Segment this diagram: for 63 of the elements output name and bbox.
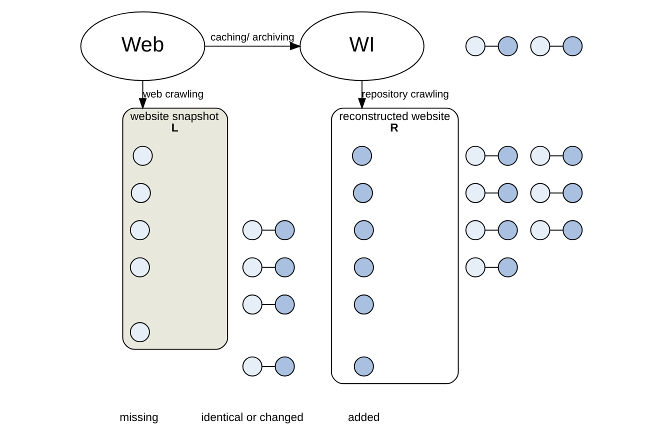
- node-circle: [242, 356, 262, 376]
- node-circle: [352, 146, 372, 166]
- node-circle: [530, 220, 550, 240]
- connector: [548, 230, 564, 231]
- label: missing: [119, 412, 158, 424]
- edge-label: caching/ archiving: [210, 32, 294, 44]
- node-circle: [562, 146, 582, 166]
- connector: [484, 155, 498, 156]
- node-circle: [352, 182, 372, 203]
- connector: [261, 304, 276, 305]
- node-circle: [562, 220, 582, 240]
- node-circle: [497, 182, 518, 203]
- node-circle: [274, 356, 294, 376]
- node-circle: [353, 294, 374, 315]
- node-circle: [129, 322, 150, 342]
- node-circle: [130, 182, 150, 203]
- node-circle: [353, 220, 374, 240]
- node-circle: [353, 356, 374, 376]
- connector: [548, 46, 564, 47]
- connector: [261, 230, 276, 231]
- node-ellipse: WI: [299, 11, 424, 81]
- node-circle: [562, 36, 582, 56]
- node-circle: [242, 257, 262, 278]
- cluster: reconstructed website R: [330, 108, 458, 384]
- connector: [484, 46, 498, 47]
- node-circle: [274, 220, 294, 240]
- node-circle: [562, 182, 582, 203]
- edge-label: web crawling: [142, 89, 204, 100]
- node-circle: [530, 36, 550, 56]
- node-circle: [464, 36, 485, 56]
- node-circle: [132, 146, 152, 166]
- node-circle: [129, 220, 150, 240]
- cluster: website snapshot L: [122, 108, 228, 350]
- node-circle: [530, 146, 550, 166]
- edge-label: repository crawling: [361, 89, 449, 100]
- node-circle: [530, 182, 550, 203]
- connector: [548, 192, 564, 194]
- node-circle: [464, 220, 485, 240]
- node-circle: [497, 146, 518, 166]
- node-circle: [497, 36, 518, 56]
- arrow: [358, 80, 366, 110]
- node-ellipse: Web: [80, 11, 205, 81]
- node-circle: [464, 182, 485, 203]
- node-circle: [242, 294, 262, 315]
- node-circle: [497, 257, 518, 278]
- arrow: [138, 80, 146, 110]
- node-circle: [242, 220, 262, 240]
- connector: [261, 366, 276, 367]
- node-circle: [497, 220, 518, 240]
- node-circle: [464, 257, 485, 278]
- connector: [484, 192, 498, 194]
- node-circle: [353, 257, 374, 278]
- arrow: [204, 42, 301, 50]
- label: added: [348, 412, 380, 424]
- connector: [484, 266, 498, 268]
- node-circle: [274, 257, 294, 278]
- connector: [548, 155, 564, 156]
- node-circle: [464, 146, 485, 166]
- connector: [261, 266, 276, 268]
- node-circle: [129, 257, 150, 278]
- label: identical or changed: [200, 412, 304, 424]
- connector: [484, 230, 498, 231]
- node-circle: [274, 294, 294, 315]
